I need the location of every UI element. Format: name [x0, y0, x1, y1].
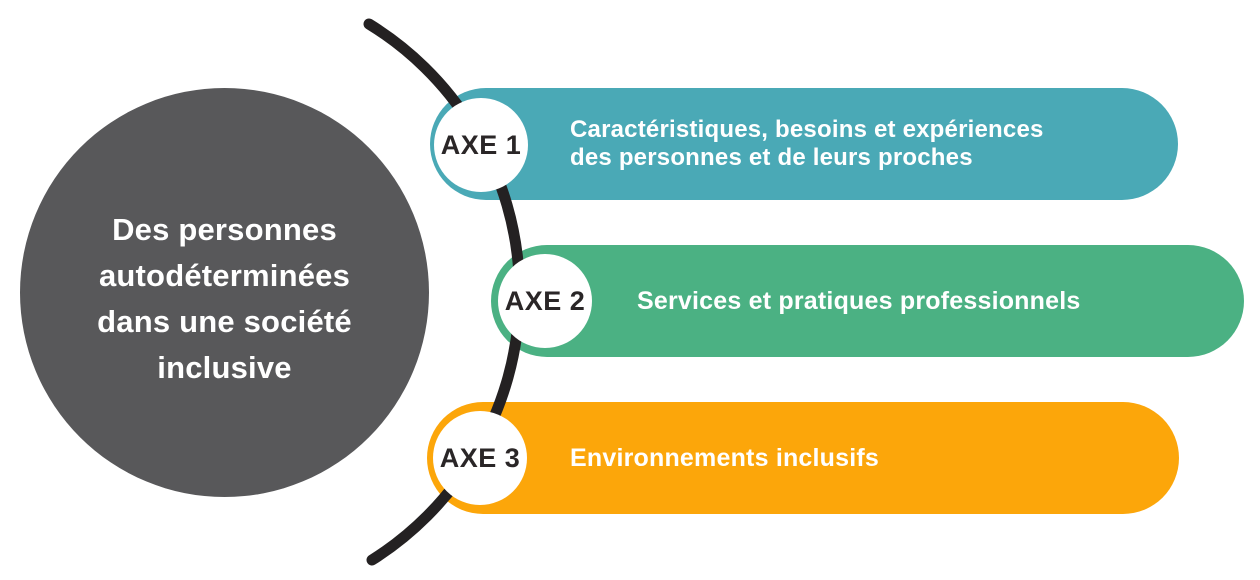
- axe2-label-line: Services et pratiques professionnels: [637, 287, 1081, 315]
- hub-title-line: Des personnes: [112, 211, 337, 247]
- axe1-label-line: Caractéristiques, besoins et expériences: [570, 116, 1044, 143]
- hub-title: Des personnes autodéterminées dans une s…: [97, 195, 352, 391]
- axe3-node-label: AXE 3: [439, 442, 521, 473]
- axe1-bar: Caractéristiques, besoins et expériences…: [430, 88, 1178, 200]
- axe2-node-label: AXE 2: [504, 285, 586, 316]
- hub-circle: Des personnes autodéterminées dans une s…: [20, 88, 429, 497]
- axe2-label: Services et pratiques professionnels: [491, 287, 1080, 315]
- axe3-label-line: Environnements inclusifs: [570, 444, 880, 472]
- axe2-bar: Services et pratiques professionnels: [491, 245, 1244, 357]
- hub-title-line: inclusive: [157, 349, 292, 385]
- axe1-label: Caractéristiques, besoins et expériences…: [430, 116, 1044, 172]
- axe1-node-badge: AXE 1: [434, 98, 528, 192]
- axe1-node-label: AXE 1: [440, 129, 522, 160]
- axe3-node-badge: AXE 3: [433, 411, 527, 505]
- hub-title-line: autodéterminées: [98, 257, 351, 293]
- axe1-label-line: des personnes et de leurs proches: [570, 144, 973, 171]
- axe3-bar: Environnements inclusifs: [427, 402, 1179, 514]
- hub-title-line: dans une société: [97, 303, 352, 339]
- axe3-label: Environnements inclusifs: [427, 444, 879, 472]
- axe2-node-badge: AXE 2: [498, 254, 592, 348]
